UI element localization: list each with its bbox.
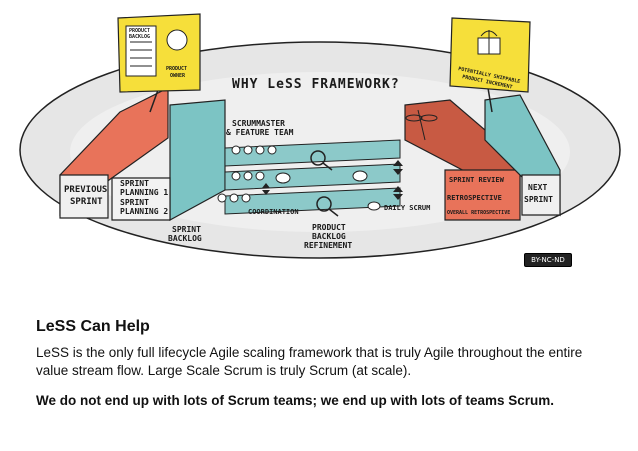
increment-sticky	[449, 17, 531, 113]
product-backlog-label-2: BACKLOG	[129, 34, 150, 40]
speech-bubble-icon	[275, 170, 381, 211]
pbr-label-2: BACKLOG	[312, 232, 346, 241]
pbr-label-1: PRODUCT	[312, 223, 346, 232]
scrummaster-label-1: SCRUMMASTER	[232, 119, 285, 128]
next-sprint-block	[484, 94, 561, 217]
sprint-review-label: SPRINT REVIEW	[449, 176, 505, 184]
product-owner-sticky	[117, 13, 201, 113]
license-badge: BY-NC-ND	[524, 253, 572, 267]
product-backlog-label-1: PRODUCT	[129, 28, 150, 34]
next-sprint-label-1: NEXT	[528, 183, 547, 192]
sprint-backlog-label-1: SPRINT	[172, 225, 201, 234]
previous-sprint-block	[59, 87, 169, 219]
description-paragraph: LeSS is the only full lifecycle Agile sc…	[36, 345, 583, 378]
sprint-planning-1-label-b: PLANNING 1	[120, 188, 168, 197]
product-owner-label-1: PRODUCT	[166, 66, 187, 72]
retrospective-label: RETROSPECTIVE	[447, 194, 502, 202]
team-lanes	[224, 139, 401, 215]
team-members	[217, 145, 277, 203]
coordination-label: COORDINATION	[248, 208, 299, 216]
previous-sprint-label-1: PREVIOUS	[64, 185, 107, 195]
text-block: LeSS Can Help LeSS is the only full life…	[36, 318, 616, 410]
pbr-label-3: REFINEMENT	[304, 241, 352, 250]
next-sprint-label-2: SPRINT	[524, 195, 553, 204]
magnifier-icon	[310, 150, 339, 217]
overall-retro-label: OVERALL RETROSPECTIVE	[447, 210, 510, 216]
sprint-planning-1-label-a: SPRINT	[120, 179, 149, 188]
daily-scrum-label: DAILY SCRUM	[384, 204, 430, 212]
review-retro-block	[404, 99, 521, 221]
dragonfly-icon	[405, 109, 438, 141]
planning-teal-block	[111, 99, 226, 222]
sprint-planning-2-label-a: SPRINT	[120, 198, 149, 207]
sprint-planning-2-label-b: PLANNING 2	[120, 207, 168, 216]
product-owner-label-2: OWNER	[170, 73, 186, 79]
sprint-backlog-label-2: BACKLOG	[168, 234, 202, 243]
previous-sprint-label-2: SPRINT	[70, 197, 103, 207]
arrow-icon	[262, 160, 403, 200]
scrummaster-label-2: & FEATURE TEAM	[226, 128, 294, 137]
emphasis-paragraph: We do not end up with lots of Scrum team…	[36, 393, 555, 408]
diagram-title: WHY LeSS FRAMEWORK?	[232, 77, 400, 92]
section-heading: LeSS Can Help	[36, 318, 150, 335]
less-framework-diagram: PREVIOUS SPRINT SPRINT PLANNING 1 SPRINT…	[19, 13, 621, 259]
